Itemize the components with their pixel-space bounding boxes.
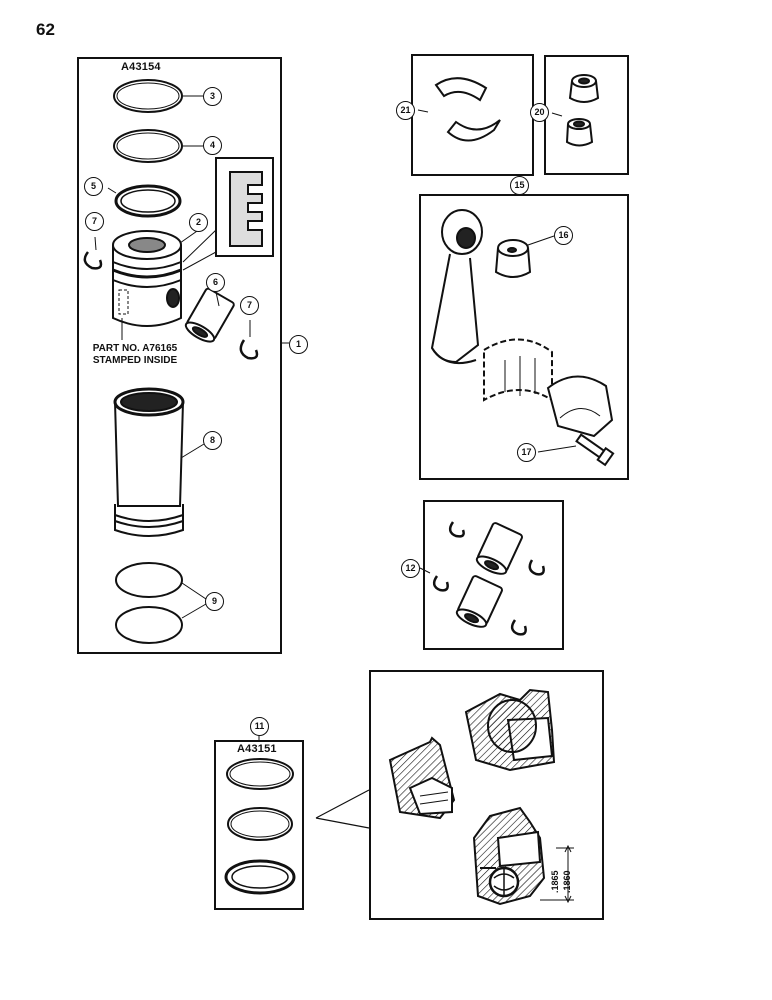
retainer-left bbox=[83, 251, 103, 270]
bushing-lower bbox=[565, 118, 594, 147]
bearing-half-lower bbox=[446, 119, 501, 142]
pin-kit-retainer-2 bbox=[528, 559, 545, 576]
kit-11-ring-3 bbox=[224, 859, 296, 895]
panel-piston-kit bbox=[77, 57, 282, 654]
callout-4: 4 bbox=[203, 136, 222, 155]
callout-1: 1 bbox=[289, 335, 308, 354]
callout-6: 6 bbox=[206, 273, 225, 292]
dimension-min: .1860 bbox=[562, 870, 572, 893]
section-view-3 bbox=[472, 806, 546, 906]
callout-7-left: 7 bbox=[85, 212, 104, 231]
callout-11: 11 bbox=[250, 717, 269, 736]
rod-bolt bbox=[575, 433, 615, 467]
callout-15: 15 bbox=[510, 176, 529, 195]
callout-21: 21 bbox=[396, 101, 415, 120]
piston bbox=[112, 230, 182, 327]
stamp-note-line-2: STAMPED INSIDE bbox=[92, 355, 178, 366]
piston-ring-4 bbox=[113, 129, 183, 163]
kit-11-ring-2 bbox=[227, 807, 293, 841]
stamp-note-line-1: PART NO. A76165 bbox=[92, 343, 178, 354]
rod-bearing-shells bbox=[483, 338, 553, 402]
seal-ring-upper bbox=[115, 562, 183, 598]
pin-kit-retainer-3 bbox=[432, 575, 449, 592]
callout-3: 3 bbox=[203, 87, 222, 106]
rod-cap bbox=[546, 375, 614, 438]
pin-kit-retainer-1 bbox=[448, 521, 465, 538]
section-view-2 bbox=[464, 688, 556, 772]
seal-ring-lower bbox=[115, 606, 183, 644]
callout-12: 12 bbox=[401, 559, 420, 578]
kit-11-ring-1 bbox=[226, 758, 294, 790]
piston-ring-5 bbox=[114, 184, 182, 218]
piston-stamp-note: PART NO. A76165 STAMPED INSIDE bbox=[80, 343, 190, 367]
callout-5: 5 bbox=[84, 177, 103, 196]
pin-kit-pin-lower bbox=[455, 575, 503, 628]
callout-7-right: 7 bbox=[240, 296, 259, 315]
rod-bushing bbox=[494, 239, 532, 278]
bushing-upper bbox=[568, 74, 600, 103]
kit-11-part-number: A43151 bbox=[237, 743, 277, 755]
cylinder-sleeve bbox=[113, 387, 185, 537]
pin-kit-retainer-4 bbox=[510, 619, 527, 636]
callout-8: 8 bbox=[203, 431, 222, 450]
callout-9: 9 bbox=[205, 592, 224, 611]
page-number: 62 bbox=[36, 20, 55, 39]
bearing-half-upper bbox=[434, 77, 488, 102]
callout-16: 16 bbox=[554, 226, 573, 245]
piston-pin bbox=[184, 287, 235, 343]
connecting-rod bbox=[430, 209, 483, 364]
callout-20: 20 bbox=[530, 103, 549, 122]
callout-17: 17 bbox=[517, 443, 536, 462]
pin-kit-pin-upper bbox=[475, 522, 523, 575]
retainer-right bbox=[239, 339, 259, 360]
kit-1-part-number: A43154 bbox=[121, 61, 161, 73]
dimension-max: .1865 bbox=[550, 870, 560, 893]
dimension-marker bbox=[540, 844, 574, 904]
callout-2: 2 bbox=[189, 213, 208, 232]
piston-ring-3 bbox=[113, 79, 183, 113]
section-view-1 bbox=[388, 736, 456, 820]
